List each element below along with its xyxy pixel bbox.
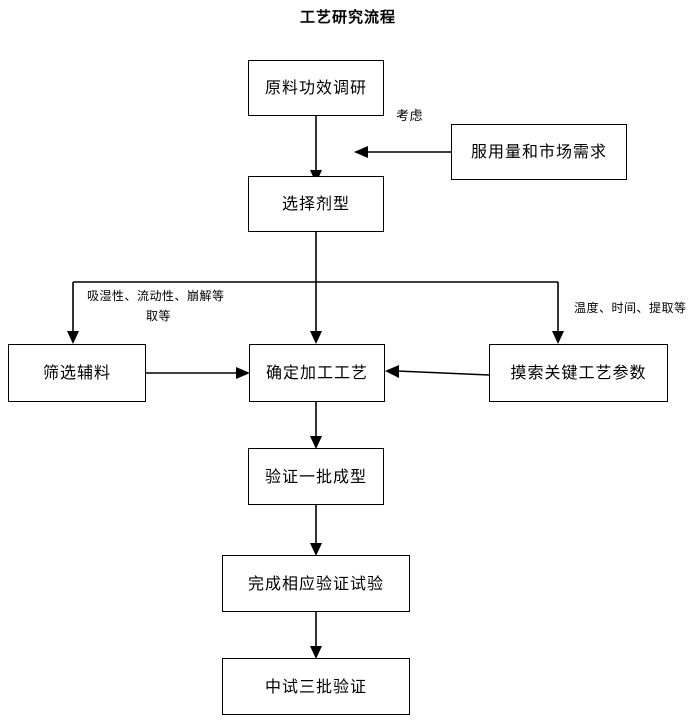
arrowhead-branch-n5 <box>310 331 322 344</box>
page-title: 工艺研究流程 <box>299 8 396 26</box>
edge-label-left-branch-line1: 吸湿性、流动性、崩解等 <box>87 289 225 303</box>
node-dosage-and-market-demand[interactable]: 服用量和市场需求 <box>451 124 627 180</box>
node-select-dosage-form[interactable]: 选择剂型 <box>248 176 384 232</box>
node-determine-processing-technology[interactable]: 确定加工工艺 <box>249 344 385 402</box>
node-explore-key-process-parameters[interactable]: 摸索关键工艺参数 <box>489 344 668 402</box>
arrowhead-n6-n5 <box>385 365 399 378</box>
arrowhead-n2-trunk <box>354 146 368 158</box>
node-pilot-three-batch-verification[interactable]: 中试三批验证 <box>222 658 410 715</box>
node-screen-excipients[interactable]: 筛选辅料 <box>8 344 146 402</box>
node-raw-material-efficacy-research[interactable]: 原料功效调研 <box>248 60 384 116</box>
edge-label-right-branch: 温度、时间、提取等 <box>574 301 687 315</box>
edge-label-left-branch-line2: 取等 <box>146 309 172 323</box>
arrowhead-branch-n6 <box>552 331 564 344</box>
arrowhead-branch-n4 <box>67 331 79 344</box>
arrowhead-n4-n5 <box>236 367 250 379</box>
node-verify-one-batch-forming[interactable]: 验证一批成型 <box>248 448 384 505</box>
edge-label-consider: 考虑 <box>396 109 424 124</box>
node-complete-verification-tests[interactable]: 完成相应验证试验 <box>222 555 410 612</box>
edge-n6-n5 <box>396 370 490 376</box>
